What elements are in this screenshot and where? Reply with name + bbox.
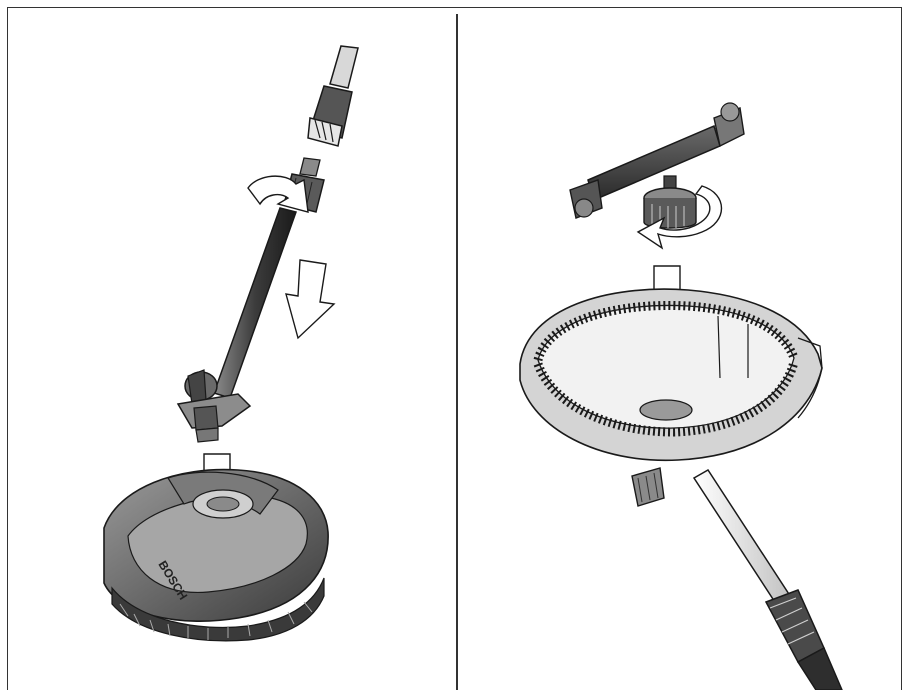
mount-fitting [176, 369, 252, 443]
spray-bar-nut [643, 175, 697, 229]
spray-bar [569, 102, 745, 219]
rotate-arrow-icon [636, 185, 723, 250]
right-panel [458, 8, 901, 690]
figure-frame [7, 7, 902, 690]
panel-divider [456, 14, 458, 690]
rotate-arrow-icon [247, 175, 309, 213]
lance-handle [764, 589, 843, 690]
brush-housing [519, 288, 823, 462]
lance-rod [631, 467, 800, 618]
left-illustration: BOSCH [103, 45, 359, 642]
right-illustration [519, 102, 843, 690]
lance-rod [213, 207, 297, 399]
left-panel: BOSCH [8, 8, 456, 690]
down-arrow-icon [285, 259, 336, 340]
lance-handle [307, 45, 359, 147]
surface-cleaner: BOSCH [103, 468, 329, 642]
